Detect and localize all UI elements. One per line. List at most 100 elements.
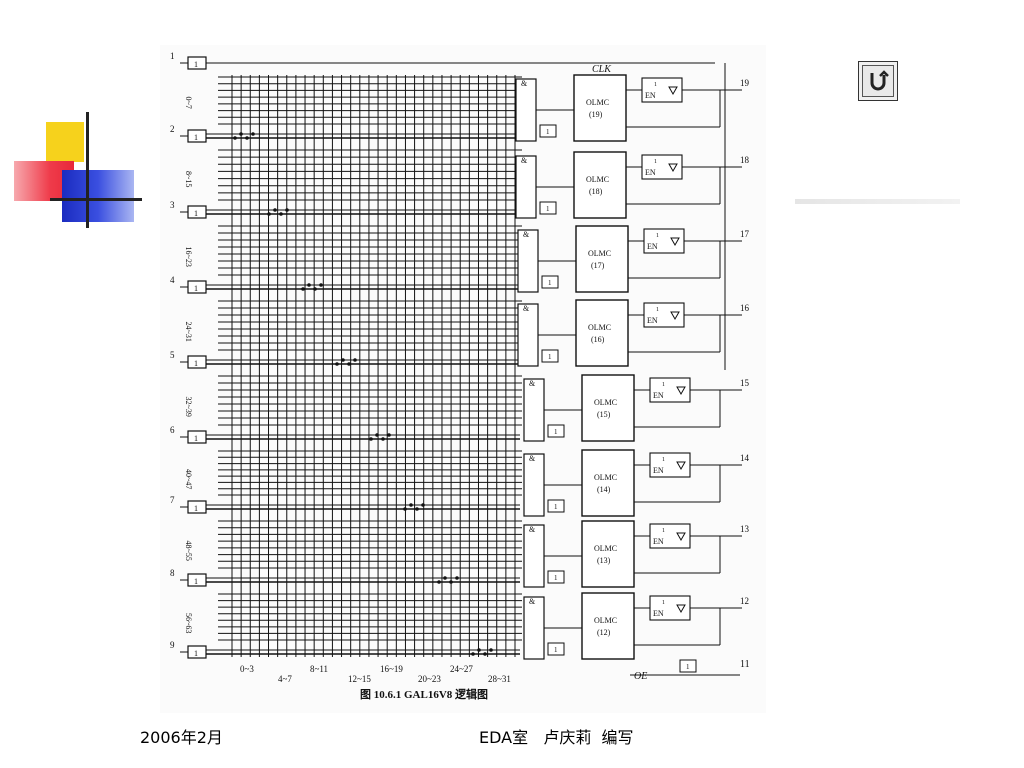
return-button-face[interactable] bbox=[862, 65, 894, 97]
input-buffer bbox=[187, 645, 207, 659]
output-pin-number: 15 bbox=[740, 378, 750, 388]
buffer-symbol: 1 bbox=[554, 503, 558, 511]
column-range-label: 16~19 bbox=[380, 664, 403, 674]
diagram-blocks bbox=[187, 56, 697, 673]
input-pin-number: 9 bbox=[170, 640, 175, 650]
tristate-symbol bbox=[676, 532, 686, 542]
output-pin-number: 19 bbox=[740, 78, 750, 88]
en-label: EN bbox=[653, 391, 664, 400]
olmc-number: (19) bbox=[589, 110, 603, 119]
olmc-name: OLMC bbox=[586, 98, 609, 107]
input-buffer bbox=[187, 205, 207, 219]
oe-buffer bbox=[679, 659, 697, 673]
return-button[interactable] bbox=[858, 61, 898, 101]
and-symbol: & bbox=[521, 79, 528, 88]
olmc-cell bbox=[573, 74, 627, 142]
buffer-symbol: 1 bbox=[194, 209, 198, 218]
feedback-buffer bbox=[547, 642, 565, 656]
diagram-labels: CLK OE 11 图 10.6.1 GAL16V8 逻辑图 112131415… bbox=[170, 51, 750, 701]
and-gate bbox=[523, 378, 545, 442]
output-pin-number: 14 bbox=[740, 453, 750, 463]
olmc-name: OLMC bbox=[588, 323, 611, 332]
input-pin-number: 5 bbox=[170, 350, 175, 360]
and-gate bbox=[517, 303, 539, 367]
input-buffer bbox=[187, 280, 207, 294]
oe-label: OE bbox=[634, 671, 647, 682]
olmc-number: (15) bbox=[597, 410, 611, 419]
fuse-dot bbox=[415, 507, 419, 511]
fuse-dot bbox=[403, 507, 407, 511]
row-range-label: 56~63 bbox=[184, 613, 193, 633]
buffer-symbol: 1 bbox=[662, 600, 665, 606]
buffer-symbol: 1 bbox=[194, 577, 198, 586]
feedback-buffer bbox=[547, 424, 565, 438]
output-pin-number: 17 bbox=[740, 229, 750, 239]
input-pin-number: 3 bbox=[170, 200, 175, 210]
decor-vertical-bar bbox=[86, 112, 89, 228]
figure-caption: 图 10.6.1 GAL16V8 逻辑图 bbox=[360, 687, 488, 701]
output-pin-number: 16 bbox=[740, 303, 750, 313]
fuse-dot bbox=[233, 136, 237, 140]
and-symbol: & bbox=[529, 379, 536, 388]
tristate-symbol bbox=[676, 386, 686, 396]
tristate-symbol bbox=[676, 461, 686, 471]
buffer-symbol: 1 bbox=[194, 434, 198, 443]
en-label: EN bbox=[647, 316, 658, 325]
buffer-symbol: 1 bbox=[662, 528, 665, 534]
tristate-symbol bbox=[676, 604, 686, 614]
tristate-symbol bbox=[670, 311, 680, 321]
fuse-dot bbox=[313, 287, 317, 291]
olmc-number: (17) bbox=[591, 261, 605, 270]
and-gate bbox=[515, 78, 537, 142]
and-gate bbox=[523, 596, 545, 660]
olmc-name: OLMC bbox=[594, 398, 617, 407]
output-pin-number: 18 bbox=[740, 155, 750, 165]
row-range-label: 48~55 bbox=[184, 541, 193, 561]
diagram-canvas: CLK OE 11 图 10.6.1 GAL16V8 逻辑图 112131415… bbox=[170, 51, 750, 701]
and-gate bbox=[517, 229, 539, 293]
tristate-symbol bbox=[670, 237, 680, 247]
fuse-dot bbox=[285, 208, 289, 212]
input-buffer bbox=[187, 500, 207, 514]
column-range-label: 8~11 bbox=[310, 664, 328, 674]
fuse-dot bbox=[245, 136, 249, 140]
olmc-cell bbox=[575, 299, 629, 367]
en-label: EN bbox=[653, 466, 664, 475]
row-range-label: 24~31 bbox=[184, 322, 193, 342]
and-symbol: & bbox=[529, 525, 536, 534]
buffer-symbol: 1 bbox=[194, 359, 198, 368]
and-symbol: & bbox=[523, 230, 530, 239]
fuse-dot bbox=[489, 648, 493, 652]
footer-date: 2006年2月 bbox=[140, 728, 223, 747]
feedback-buffer bbox=[541, 349, 559, 363]
decor-blue-square bbox=[62, 170, 134, 222]
tristate-symbol bbox=[668, 163, 678, 173]
column-range-label: 4~7 bbox=[278, 674, 292, 684]
fuse-dot bbox=[279, 212, 283, 216]
fuse-dot bbox=[251, 132, 255, 136]
feedback-buffer bbox=[539, 124, 557, 138]
feedback-buffer bbox=[541, 275, 559, 289]
buffer-symbol: 1 bbox=[686, 663, 690, 671]
feedback-buffer bbox=[539, 201, 557, 215]
buffer-symbol: 1 bbox=[662, 457, 665, 463]
and-gate bbox=[515, 155, 537, 219]
decor-horizontal-bar bbox=[50, 198, 142, 201]
buffer-symbol: 1 bbox=[194, 133, 198, 142]
buffer-symbol: 1 bbox=[654, 159, 657, 165]
and-symbol: & bbox=[529, 597, 536, 606]
fuse-dot bbox=[387, 433, 391, 437]
fuse-dot bbox=[273, 208, 277, 212]
input-pin-number: 1 bbox=[170, 51, 175, 61]
clk-label: CLK bbox=[592, 64, 612, 75]
and-symbol: & bbox=[529, 454, 536, 463]
buffer-symbol: 1 bbox=[194, 60, 198, 69]
column-range-label: 20~23 bbox=[418, 674, 441, 684]
row-range-label: 16~23 bbox=[184, 247, 193, 267]
fuse-dot bbox=[449, 580, 453, 584]
fuse-dot bbox=[443, 576, 447, 580]
olmc-number: (12) bbox=[597, 628, 611, 637]
fuse-dot bbox=[483, 652, 487, 656]
olmc-name: OLMC bbox=[594, 616, 617, 625]
